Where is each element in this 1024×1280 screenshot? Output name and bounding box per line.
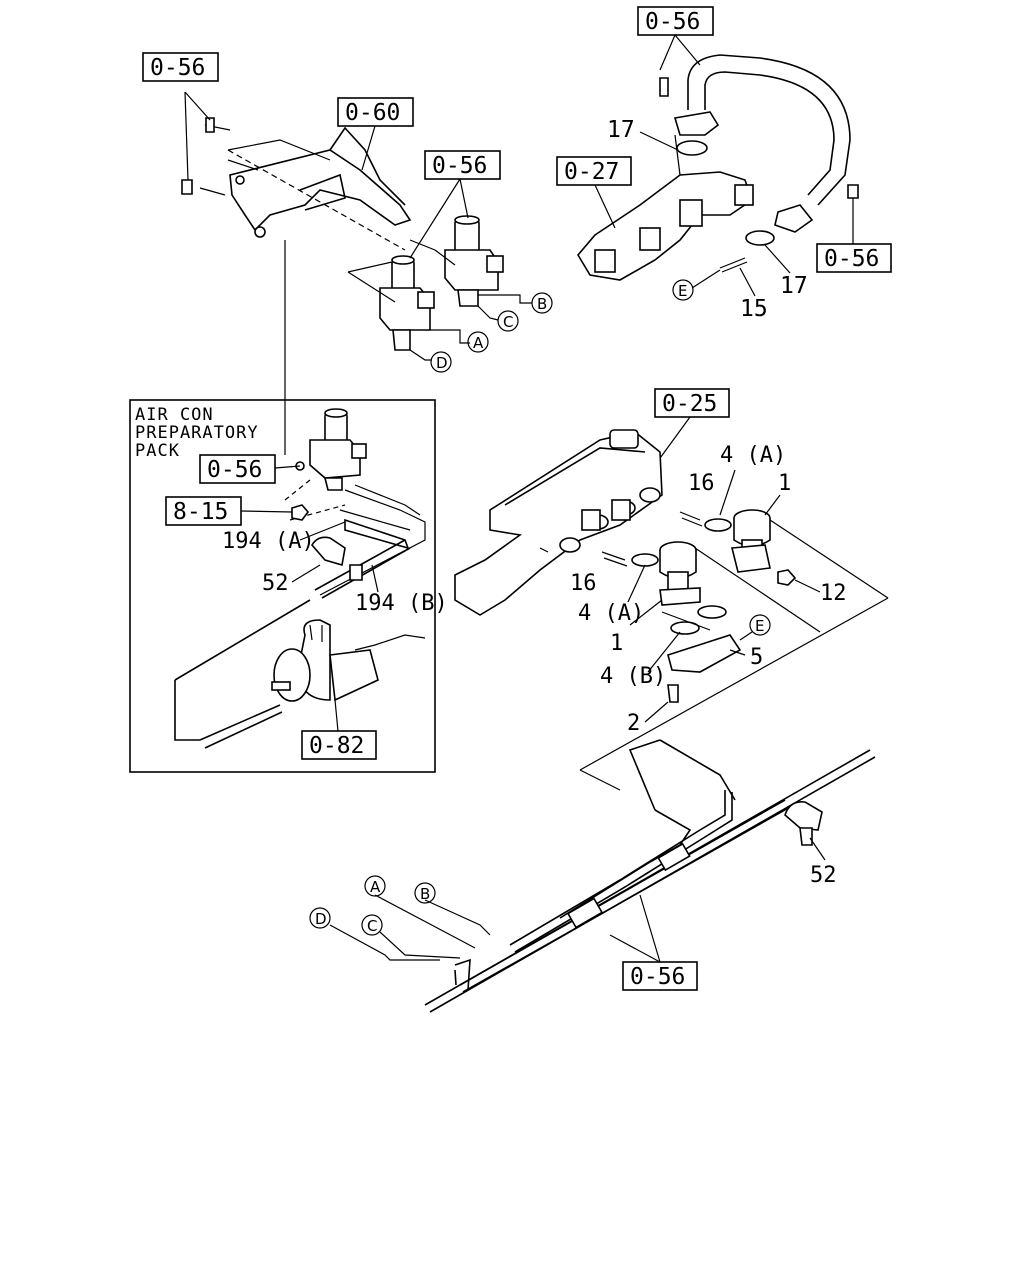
svg-text:0-56: 0-56 xyxy=(150,55,205,81)
svg-text:0-56: 0-56 xyxy=(645,9,700,35)
ref-0-56-e: 0-56 xyxy=(199,454,301,484)
circle-A-bottom: A xyxy=(370,878,381,896)
circle-C-bottom: C xyxy=(367,917,377,935)
part-2: 2 xyxy=(627,711,640,736)
ref-0-60: 0-60 xyxy=(337,97,414,171)
part-194a: 194 (A) xyxy=(222,529,315,554)
part-52-inset: 52 xyxy=(262,571,289,596)
solenoid-valve-left xyxy=(379,255,470,361)
part-12: 12 xyxy=(820,581,847,606)
ref-0-56-b: 0-56 xyxy=(409,150,501,259)
svg-text:PREPARATORY: PREPARATORY xyxy=(135,423,259,443)
svg-text:0-27: 0-27 xyxy=(564,159,619,185)
part-1-upper: 1 xyxy=(778,471,791,496)
ref-0-82: 0-82 xyxy=(301,699,377,760)
svg-text:AIR CON: AIR CON xyxy=(135,405,214,425)
ref-0-25: 0-25 xyxy=(654,388,730,466)
circle-A: A xyxy=(473,334,484,352)
ref-0-27: 0-27 xyxy=(556,156,632,229)
circle-D: D xyxy=(436,354,448,372)
svg-text:PACK: PACK xyxy=(135,441,180,461)
part-17-upper: 17 xyxy=(607,117,635,143)
exhaust-manifold-middle xyxy=(454,429,663,616)
svg-text:0-56: 0-56 xyxy=(824,246,879,272)
part-16-upper: 16 xyxy=(688,471,715,496)
part-1-lower: 1 xyxy=(610,631,623,656)
ref-0-56-d: 0-56 xyxy=(816,198,892,273)
svg-text:0-56: 0-56 xyxy=(432,153,487,179)
circle-C: C xyxy=(503,313,513,331)
part-4a-upper: 4 (A) xyxy=(720,443,786,468)
connector-markers-top: A B C D xyxy=(430,292,553,373)
part-5: 5 xyxy=(750,645,763,670)
part-17-lower: 17 xyxy=(780,273,808,299)
ref-8-15: 8-15 xyxy=(165,496,293,526)
part-52-bottom: 52 xyxy=(810,863,837,888)
stud-15: E xyxy=(672,257,748,301)
part-194b: 194 (B) xyxy=(355,591,448,616)
egr-valve-lower: E xyxy=(601,541,797,703)
circle-E: E xyxy=(678,282,687,300)
circle-D-bottom: D xyxy=(315,910,327,928)
inset-air-con-pack: AIR CON PREPARATORY PACK xyxy=(129,399,436,773)
svg-text:8-15: 8-15 xyxy=(173,499,228,525)
exhaust-manifold-top xyxy=(577,134,754,281)
egr-valve-upper xyxy=(679,509,771,573)
svg-text:0-25: 0-25 xyxy=(662,391,717,417)
connector-markers-bottom: A B C D xyxy=(309,875,436,936)
svg-text:0-82: 0-82 xyxy=(309,733,364,759)
circle-B: B xyxy=(537,295,547,313)
bracket-assembly xyxy=(181,91,412,251)
ref-0-56-f: 0-56 xyxy=(609,894,698,991)
svg-text:0-60: 0-60 xyxy=(345,100,400,126)
part-16-lower: 16 xyxy=(570,571,597,596)
hose-harness xyxy=(329,739,876,1013)
ref-0-56-c: 0-56 xyxy=(637,6,714,71)
part-15: 15 xyxy=(740,296,768,322)
egr-pipe xyxy=(659,54,859,246)
circle-B-bottom: B xyxy=(420,885,430,903)
svg-text:0-56: 0-56 xyxy=(207,457,262,483)
solenoid-valve-right xyxy=(444,215,532,321)
circle-E2: E xyxy=(755,617,764,635)
part-4b: 4 (B) xyxy=(600,664,666,689)
ref-0-56-a: 0-56 xyxy=(142,52,219,82)
svg-text:0-56: 0-56 xyxy=(630,964,685,990)
